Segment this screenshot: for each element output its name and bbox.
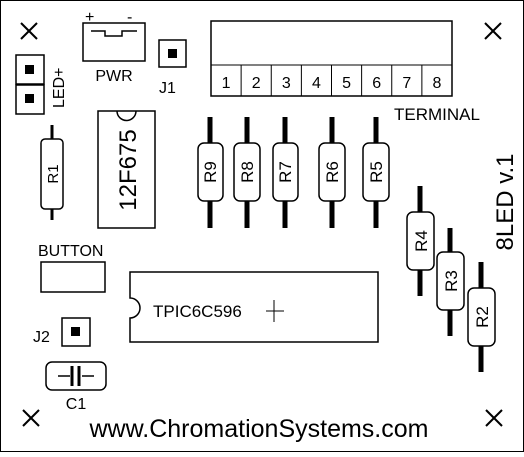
terminal-pin-label: 7 bbox=[402, 75, 411, 92]
r5-label: R5 bbox=[367, 161, 386, 183]
pwr-minus-label: - bbox=[127, 9, 132, 26]
terminal-label: TERMINAL bbox=[394, 105, 480, 124]
j1-label: J1 bbox=[159, 80, 176, 97]
pwr-plus-label: + bbox=[85, 9, 94, 26]
r9-label: R9 bbox=[201, 161, 220, 183]
website-text: www.ChromationSystems.com bbox=[89, 415, 429, 443]
mounting-hole-top-right bbox=[484, 22, 502, 40]
terminal-pin-label: 1 bbox=[222, 75, 231, 92]
led-connector: LED+ bbox=[15, 54, 68, 115]
terminal-pin-label: 4 bbox=[312, 75, 321, 92]
terminal-pin-label: 3 bbox=[282, 75, 291, 92]
mcu-12f675: 12F675 bbox=[97, 110, 156, 229]
terminal-block: 1 2 3 4 5 6 7 8 TERMINAL bbox=[210, 20, 480, 124]
r2-label: R2 bbox=[473, 306, 492, 328]
resistor-r4: R4 bbox=[406, 186, 435, 296]
j2-label: J2 bbox=[33, 329, 50, 346]
button-footprint: BUTTON bbox=[38, 243, 106, 293]
led-label: LED+ bbox=[51, 68, 68, 108]
resistor-r5: R5 bbox=[362, 117, 390, 228]
terminal-pin-label: 2 bbox=[252, 75, 261, 92]
resistor-r3: R3 bbox=[436, 228, 465, 336]
r6-label: R6 bbox=[323, 161, 342, 183]
pwr-connector: + - PWR bbox=[82, 9, 146, 85]
terminal-pin-label: 8 bbox=[432, 75, 441, 92]
mcu-label: 12F675 bbox=[115, 129, 142, 210]
pwr-label: PWR bbox=[95, 68, 132, 85]
ic-tpic6c596: TPIC6C596 bbox=[129, 271, 379, 343]
resistor-r2: R2 bbox=[467, 262, 496, 372]
mounting-hole-bottom-left bbox=[22, 409, 40, 427]
r3-label: R3 bbox=[442, 270, 461, 292]
resistor-r7: R7 bbox=[272, 117, 299, 228]
j1-jumper: J1 bbox=[158, 39, 187, 97]
mounting-hole-top-left bbox=[20, 22, 38, 40]
driver-label: TPIC6C596 bbox=[153, 302, 242, 321]
mounting-hole-bottom-right bbox=[485, 409, 503, 427]
resistor-r1: R1 bbox=[40, 125, 64, 220]
resistor-r8: R8 bbox=[233, 117, 261, 228]
r1-label: R1 bbox=[45, 164, 62, 183]
j2-jumper: J2 bbox=[33, 317, 91, 347]
terminal-pin-label: 5 bbox=[342, 75, 351, 92]
r8-label: R8 bbox=[238, 161, 257, 183]
button-label: BUTTON bbox=[38, 243, 103, 260]
r7-label: R7 bbox=[276, 161, 295, 183]
r4-label: R4 bbox=[412, 230, 431, 252]
terminal-pin-label: 6 bbox=[372, 75, 381, 92]
resistor-r6: R6 bbox=[318, 117, 346, 228]
board-title: 8LED v.1 bbox=[492, 154, 519, 251]
capacitor-c1: C1 bbox=[45, 361, 107, 413]
resistor-r9: R9 bbox=[197, 117, 224, 228]
c1-label: C1 bbox=[66, 396, 87, 413]
mcu-notch bbox=[116, 110, 137, 122]
